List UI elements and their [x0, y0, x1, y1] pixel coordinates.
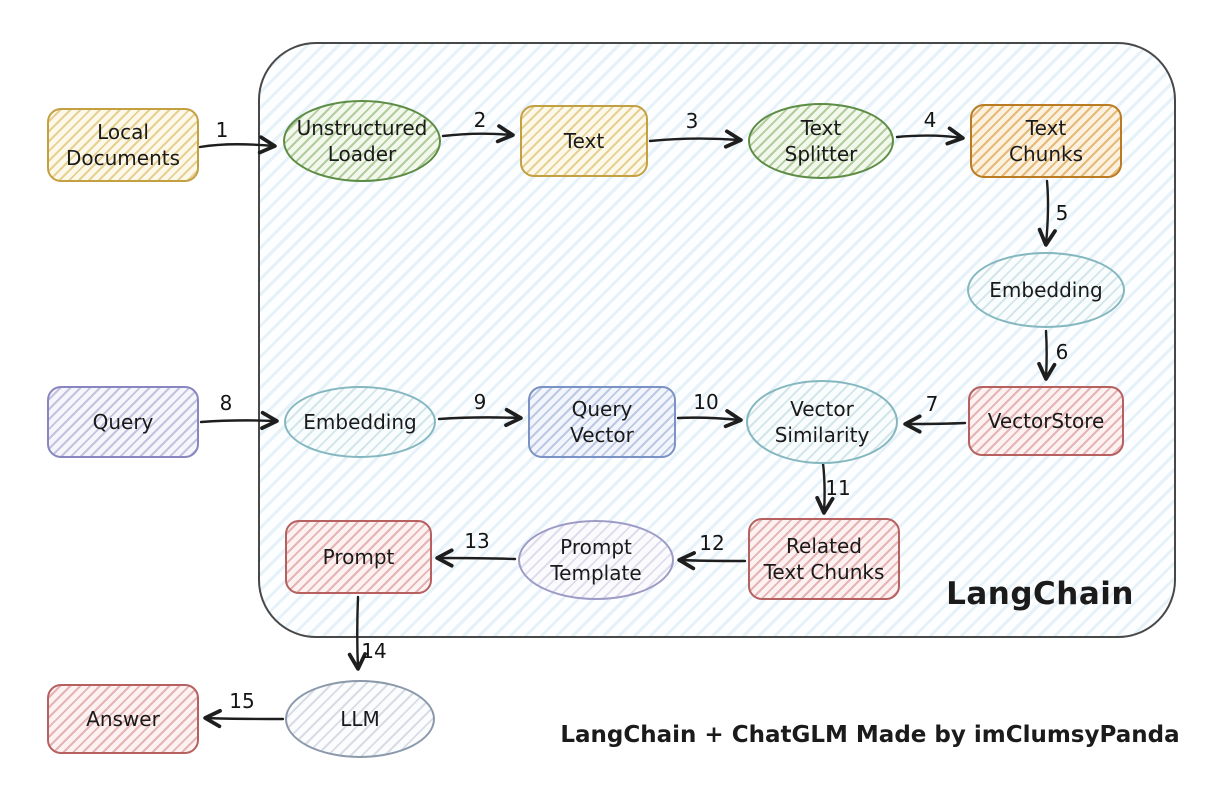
node-embedding-top: Embedding [967, 252, 1125, 328]
node-vector-similarity: Vector Similarity [746, 380, 898, 464]
node-query-label: Query [92, 410, 154, 434]
node-answer: Answer [47, 684, 199, 754]
node-answer-label: Answer [86, 707, 160, 731]
node-unstructured-loader-label: Unstructured Loader [296, 116, 428, 166]
node-vector-similarity-label: Vector Similarity [774, 397, 870, 447]
node-vectorstore: VectorStore [968, 386, 1124, 456]
node-text: Text [520, 105, 648, 177]
edge-label-10: 10 [693, 390, 719, 414]
caption: LangChain + ChatGLM Made by imClumsyPand… [560, 722, 1180, 748]
node-text-chunks-label: Text Chunks [1009, 116, 1083, 166]
node-embedding-top-label: Embedding [989, 278, 1103, 302]
node-local-documents-label: Local Documents [65, 120, 181, 170]
node-prompt-template: Prompt Template [518, 520, 674, 600]
node-prompt: Prompt [285, 520, 432, 594]
node-embedding-left: Embedding [284, 386, 436, 458]
edge-label-9: 9 [473, 390, 487, 414]
edge-label-7: 7 [925, 392, 939, 416]
node-related-text-chunks-label: Related Text Chunks [763, 534, 885, 584]
node-query-vector-label: Query Vector [570, 397, 634, 447]
node-embedding-left-label: Embedding [303, 410, 417, 434]
node-query-vector: Query Vector [528, 386, 676, 458]
edge-label-6: 6 [1055, 340, 1069, 364]
node-text-splitter: Text Splitter [748, 103, 894, 179]
node-llm: LLM [285, 680, 435, 758]
node-prompt-template-label: Prompt Template [550, 535, 642, 585]
node-prompt-label: Prompt [322, 545, 395, 569]
node-query: Query [47, 386, 199, 458]
edge-label-12: 12 [699, 531, 725, 555]
node-local-documents: Local Documents [47, 108, 199, 182]
arrow-15 [203, 708, 285, 729]
edge-label-3: 3 [685, 109, 699, 133]
langchain-container-label: LangChain [946, 576, 1134, 612]
edge-label-5: 5 [1055, 201, 1069, 225]
edge-label-1: 1 [215, 118, 229, 142]
node-vectorstore-label: VectorStore [987, 409, 1105, 433]
edge-label-2: 2 [473, 108, 487, 132]
edge-label-13: 13 [464, 529, 490, 553]
edge-label-14: 14 [361, 639, 387, 663]
node-related-text-chunks: Related Text Chunks [748, 518, 900, 600]
node-text-label: Text [563, 129, 605, 153]
edge-label-8: 8 [219, 391, 233, 415]
edge-label-4: 4 [923, 108, 937, 132]
node-llm-label: LLM [340, 707, 380, 731]
edge-label-15: 15 [229, 689, 255, 713]
node-text-splitter-label: Text Splitter [784, 116, 858, 166]
node-unstructured-loader: Unstructured Loader [283, 100, 441, 182]
node-text-chunks: Text Chunks [970, 104, 1122, 178]
edge-label-11: 11 [825, 476, 851, 500]
